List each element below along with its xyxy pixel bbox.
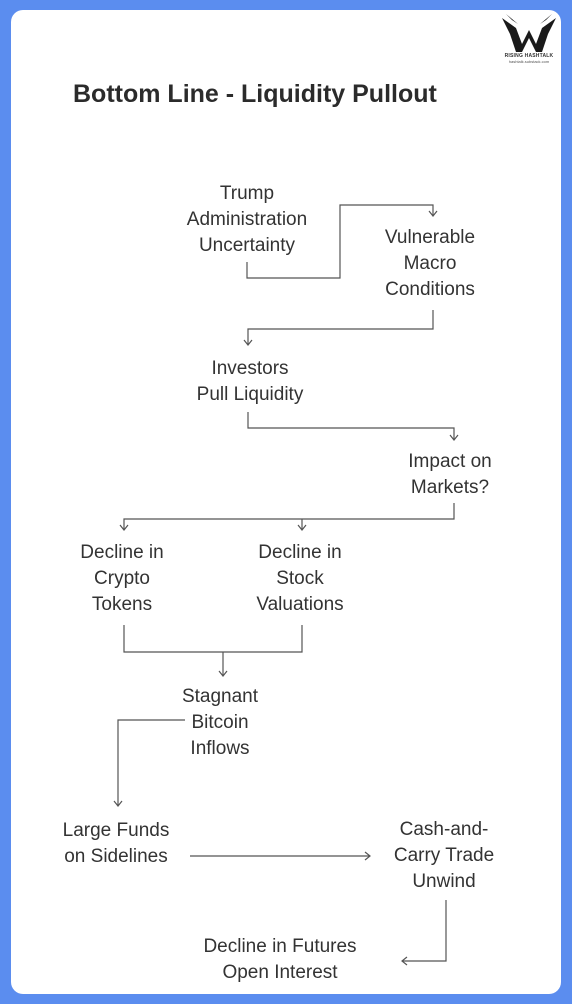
node-line: Markets? [410,477,490,498]
edge-cash-futures [402,900,447,962]
diagram-card [11,10,561,994]
node-cash-carry: Cash-and- Carry Trade Unwind [374,817,514,895]
node-line: Vulnerable [384,227,476,248]
edge-investors-impact [247,412,455,440]
node-investors-pull: Investors Pull Liquidity [175,356,325,408]
node-line: Open Interest [222,962,338,983]
node-line: Trump [219,183,275,204]
arrowhead-futures [401,956,408,966]
edge-vulnerable-investors [247,310,434,345]
logo-brand: RISING HASHTALK [504,53,554,59]
edge-bitcoin-funds [117,719,185,806]
node-line: Macro [403,253,457,274]
node-impact-markets: Impact on Markets? [385,449,515,501]
edge-trump-vulnerable [246,204,434,279]
node-line: Cash-and- [399,819,489,840]
node-line: Carry Trade [393,845,495,866]
page-title: Bottom Line - Liquidity Pullout [73,80,437,108]
node-line: Stock [276,568,324,589]
arrowhead-vulnerable [428,210,438,217]
node-line: Stagnant [181,686,259,707]
arrowhead-investors [243,339,253,346]
node-line: Crypto [94,568,150,589]
node-line: Decline in Futures [203,936,357,957]
node-line: Decline in [258,542,342,563]
node-line: Bitcoin [191,712,249,733]
logo-url: hashtalk.substack.com [508,59,550,64]
node-line: Valuations [256,594,344,615]
arrowhead-crypto [119,524,129,531]
node-line: Pull Liquidity [196,384,304,405]
node-decline-crypto: Decline in Crypto Tokens [62,540,182,618]
node-line: Impact on [408,451,492,472]
arrowhead-funds [113,800,123,807]
node-line: Decline in [80,542,164,563]
node-decline-futures: Decline in Futures Open Interest [185,934,375,986]
node-line: Tokens [91,594,153,615]
arrowhead-stock [297,524,307,531]
node-line: Investors [211,358,289,379]
node-line: Administration [186,209,308,230]
node-vulnerable-macro: Vulnerable Macro Conditions [360,225,500,303]
node-line: Uncertainty [198,235,296,256]
arrowhead-bitcoin [218,670,228,677]
node-line: Unwind [412,871,476,892]
node-stagnant-bitcoin: Stagnant Bitcoin Inflows [160,684,280,762]
edge-impact-crypto [123,503,455,530]
node-large-funds: Large Funds on Sidelines [46,818,186,870]
node-line: on Sidelines [64,846,168,867]
node-line: Inflows [190,738,250,759]
node-line: Large Funds [62,820,170,841]
node-line: Conditions [385,279,475,300]
arrowhead-cash [364,851,371,861]
arrowhead-impact [449,434,459,441]
edge-crypto-bitcoin [123,625,303,653]
rising-hashtalk-logo [502,14,556,52]
node-trump-uncertainty: Trump Administration Uncertainty [172,181,322,259]
node-decline-stock: Decline in Stock Valuations [240,540,360,618]
